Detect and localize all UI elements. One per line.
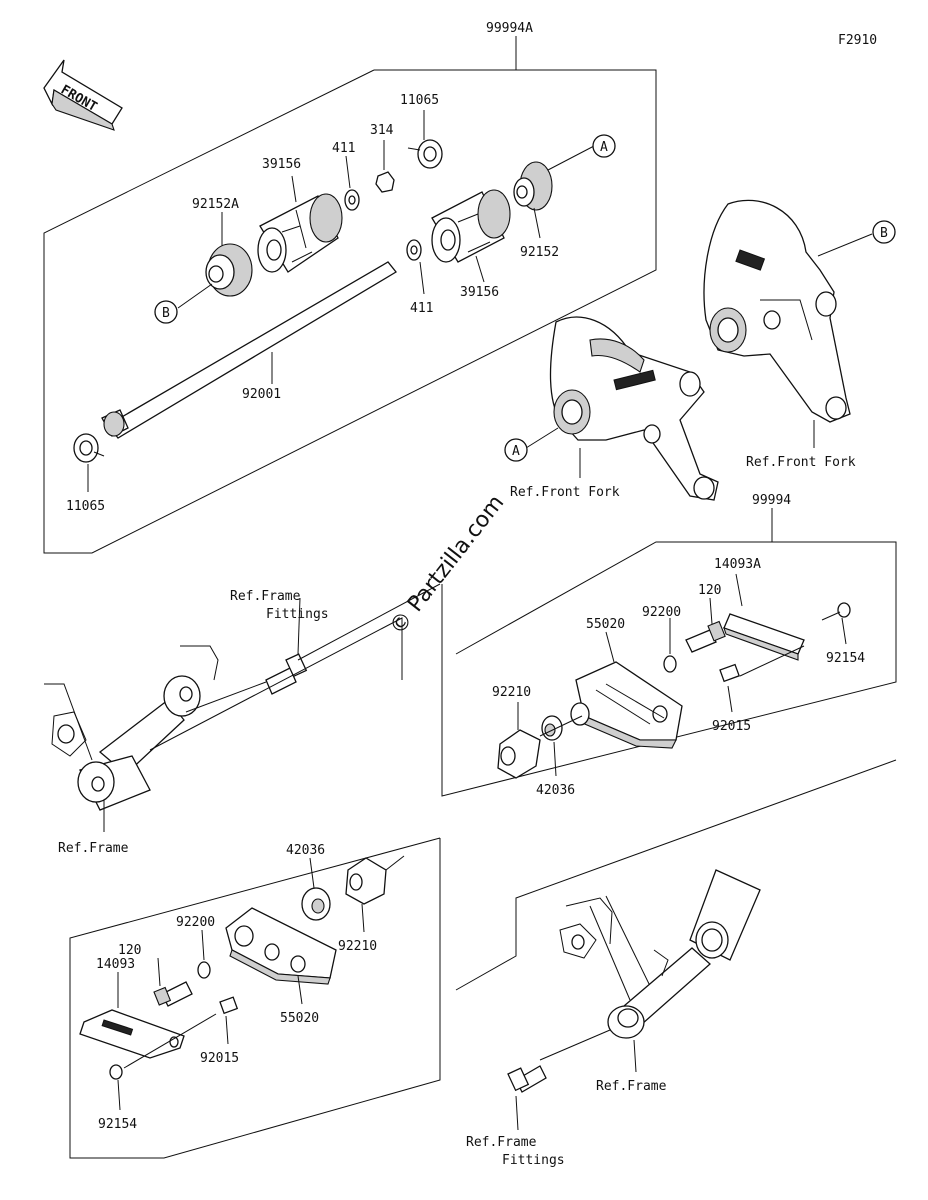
- label-92001: 92001: [242, 387, 281, 402]
- kit-bottom-outline: [69, 837, 441, 1159]
- washer-411-top-hole: [348, 195, 356, 205]
- label-frame-fittings-left-2: Fittings: [266, 607, 329, 622]
- bolt-120-bottom: [153, 981, 193, 1007]
- clip-11065-lower: [73, 433, 105, 463]
- frame-right: [559, 869, 761, 1039]
- label-fork-a: Ref.Front Fork: [510, 485, 620, 500]
- callout-b-top-label: B: [162, 306, 170, 321]
- kit-right-label: 99994: [752, 493, 791, 508]
- label-92015-right: 92015: [712, 719, 751, 734]
- slider-body-55020-right: [570, 661, 683, 749]
- label-92200-right: 92200: [642, 605, 681, 620]
- label-42036-bottom: 42036: [286, 843, 325, 858]
- label-11065-upper: 11065: [400, 93, 439, 108]
- front-arrow-icon: FRONT: [43, 59, 123, 131]
- kit-top-label: 99994A: [486, 21, 533, 36]
- label-frame-fittings-right-1: Ref.Frame: [466, 1135, 537, 1150]
- nut-314: [375, 171, 395, 193]
- collar-92015-bottom: [219, 996, 239, 1015]
- figure-code: F2910: [838, 33, 877, 48]
- label-39156-right: 39156: [460, 285, 499, 300]
- frame-fitting-bolt-left: [265, 653, 308, 695]
- washer-411-bottom-hole: [410, 245, 418, 255]
- rubber-42036-bottom: [301, 887, 331, 921]
- label-14093-bottom: 14093: [96, 957, 135, 972]
- label-11065-lower: 11065: [66, 499, 105, 514]
- label-92152a: 92152A: [192, 197, 239, 212]
- clip-11065-upper: [407, 139, 443, 169]
- frame-left: [44, 645, 267, 811]
- collar-92015-right: [719, 663, 740, 683]
- label-39156-left: 39156: [262, 157, 301, 172]
- rubber-42036-right: [541, 715, 563, 741]
- screw-92154-bottom: [109, 1064, 123, 1080]
- callout-a-fork: [504, 438, 528, 462]
- label-120-bottom: 120: [118, 943, 141, 958]
- label-92210-bottom: 92210: [338, 939, 377, 954]
- plate-14093-bottom: [79, 1009, 185, 1059]
- slider-body-55020-bottom: [225, 907, 337, 985]
- label-314: 314: [370, 123, 394, 138]
- label-92200-bottom: 92200: [176, 915, 215, 930]
- callout-b-fork-label: B: [880, 226, 888, 241]
- label-120-right: 120: [698, 583, 721, 598]
- callout-a-fork-label: A: [512, 444, 520, 459]
- bolt-92001: [101, 261, 397, 439]
- kit-right-outline: [441, 508, 897, 797]
- label-frame-fittings-left-1: Ref.Frame: [230, 589, 301, 604]
- bolt-120-right: [685, 620, 726, 653]
- label-92152: 92152: [520, 245, 559, 260]
- label-411-bottom: 411: [410, 301, 433, 316]
- cap-92152: [513, 161, 553, 211]
- watermark: © Partzilla.com: [385, 491, 509, 640]
- plug-92152a: [205, 243, 253, 297]
- label-55020-right: 55020: [586, 617, 625, 632]
- label-fork-b: Ref.Front Fork: [746, 455, 856, 470]
- kit-top-outline: [43, 36, 657, 554]
- callout-b-top: [154, 300, 178, 324]
- label-frame-fittings-right-2: Fittings: [502, 1153, 565, 1168]
- screw-92154-right: [821, 602, 851, 621]
- plate-14093a: [723, 613, 805, 661]
- label-55020-bottom: 55020: [280, 1011, 319, 1026]
- label-411-top: 411: [332, 141, 355, 156]
- frame-right-divider: [455, 759, 897, 991]
- spacer-92210-bottom: [345, 857, 387, 905]
- label-frame-right: Ref.Frame: [596, 1079, 667, 1094]
- spacer-92210-right: [497, 729, 541, 779]
- washer-92200-bottom: [197, 961, 211, 979]
- washer-92200-right: [663, 655, 677, 673]
- front-fork-a: [549, 316, 719, 501]
- label-frame-left: Ref.Frame: [58, 841, 129, 856]
- callout-b-fork: [872, 220, 896, 244]
- label-92210-right: 92210: [492, 685, 531, 700]
- callout-a-top: [592, 134, 616, 158]
- callout-a-top-label: A: [600, 140, 608, 155]
- slider-39156-right: [431, 189, 511, 263]
- label-42036-right: 42036: [536, 783, 575, 798]
- label-14093a: 14093A: [714, 557, 761, 572]
- label-92015-bottom: 92015: [200, 1051, 239, 1066]
- label-92154-bottom: 92154: [98, 1117, 137, 1132]
- frame-fitting-bolt-right: [507, 1065, 547, 1093]
- slider-39156-left: [257, 193, 343, 273]
- label-92154-right: 92154: [826, 651, 865, 666]
- front-fork-b: [703, 199, 851, 423]
